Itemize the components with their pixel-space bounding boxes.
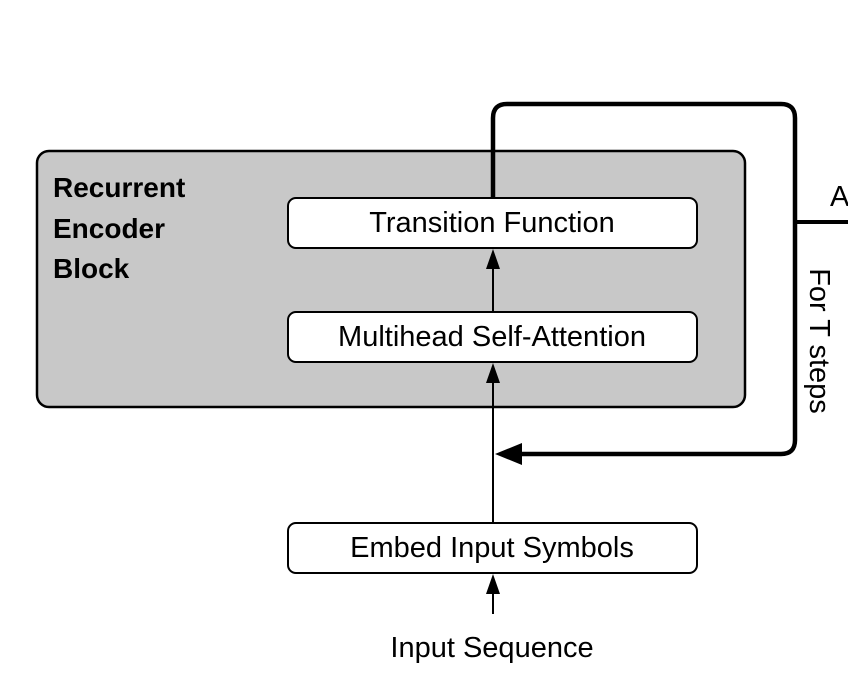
- multihead-attention-box: [287, 311, 698, 363]
- right-edge-label: A: [830, 181, 848, 213]
- block-title-line-2: Encoder: [53, 213, 165, 244]
- recurrence-arrowhead: [495, 443, 522, 465]
- embed-input-box: [287, 522, 698, 574]
- multihead-attention-label: Multihead Self-Attention: [338, 321, 646, 353]
- transition-function-label: Transition Function: [369, 207, 615, 239]
- recurrence-loop-line: [490, 101, 798, 457]
- transition-function-box: [287, 197, 698, 249]
- attention-to-transition-arrowhead: [486, 249, 500, 269]
- block-title-line-1: Recurrent: [53, 172, 185, 203]
- input-sequence-label: Input Sequence: [390, 632, 593, 664]
- embed-input-label: Embed Input Symbols: [350, 532, 634, 564]
- for-t-steps-label: For T steps: [803, 268, 835, 414]
- input-to-embed-arrowhead: [486, 574, 500, 594]
- block-title-line-3: Block: [53, 253, 130, 284]
- embed-to-attention-arrowhead: [486, 363, 500, 383]
